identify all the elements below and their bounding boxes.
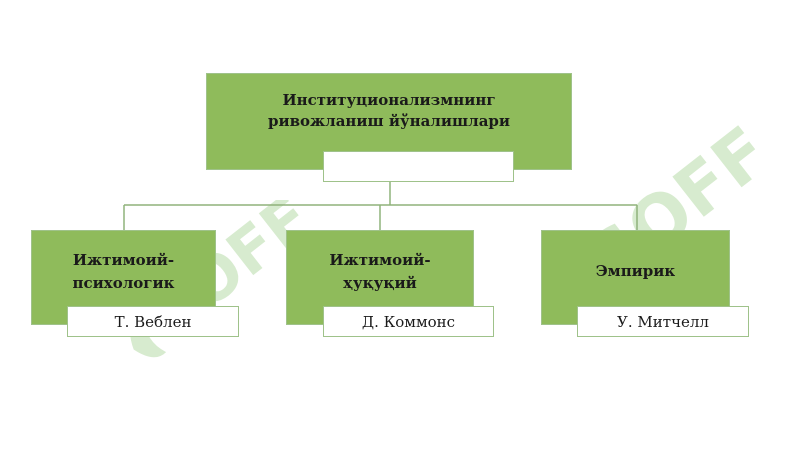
child-label-veblen: Т. Веблен xyxy=(67,306,239,337)
root-node-label xyxy=(323,151,514,182)
child-label-mitchell: У. Митчелл xyxy=(577,306,749,337)
child-label-commons: Д. Коммонс xyxy=(323,306,494,337)
